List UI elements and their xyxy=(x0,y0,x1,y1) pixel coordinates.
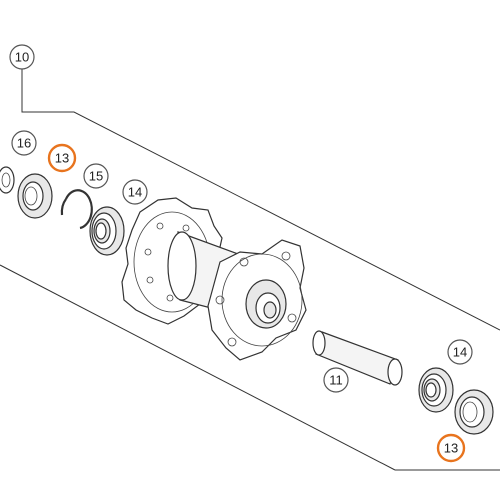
callout-10-label: 10 xyxy=(15,50,29,65)
callout-13-top-label: 13 xyxy=(55,151,69,166)
callout-11-label: 11 xyxy=(329,373,343,388)
callout-15-label: 15 xyxy=(89,169,103,184)
part-14-bearing-right xyxy=(418,367,454,413)
part-14-bearing-left xyxy=(89,206,125,256)
callout-16-label: 16 xyxy=(17,136,31,151)
callout-13-top: 13 xyxy=(47,143,77,173)
callout-11: 11 xyxy=(323,367,349,393)
part-15-circlip xyxy=(60,189,93,230)
part-13-shaft-seal-left xyxy=(17,173,53,219)
callout-13-bottom-label: 13 xyxy=(444,441,458,456)
part-16-seal xyxy=(0,166,15,194)
part-11-spacer-tube xyxy=(312,330,403,386)
callout-15: 15 xyxy=(83,163,109,189)
callout-13-bottom: 13 xyxy=(436,433,466,463)
callout-10: 10 xyxy=(9,44,35,70)
callout-14-right: 14 xyxy=(447,339,473,365)
callout-14-right-label: 14 xyxy=(453,345,467,360)
callout-14-left: 14 xyxy=(122,179,148,205)
right-flange-bolt-holes xyxy=(215,251,297,347)
wheel-hub xyxy=(121,197,307,361)
callout-16: 16 xyxy=(11,130,37,156)
part-13-shaft-seal-right xyxy=(454,389,494,435)
callout-14-left-label: 14 xyxy=(128,185,142,200)
